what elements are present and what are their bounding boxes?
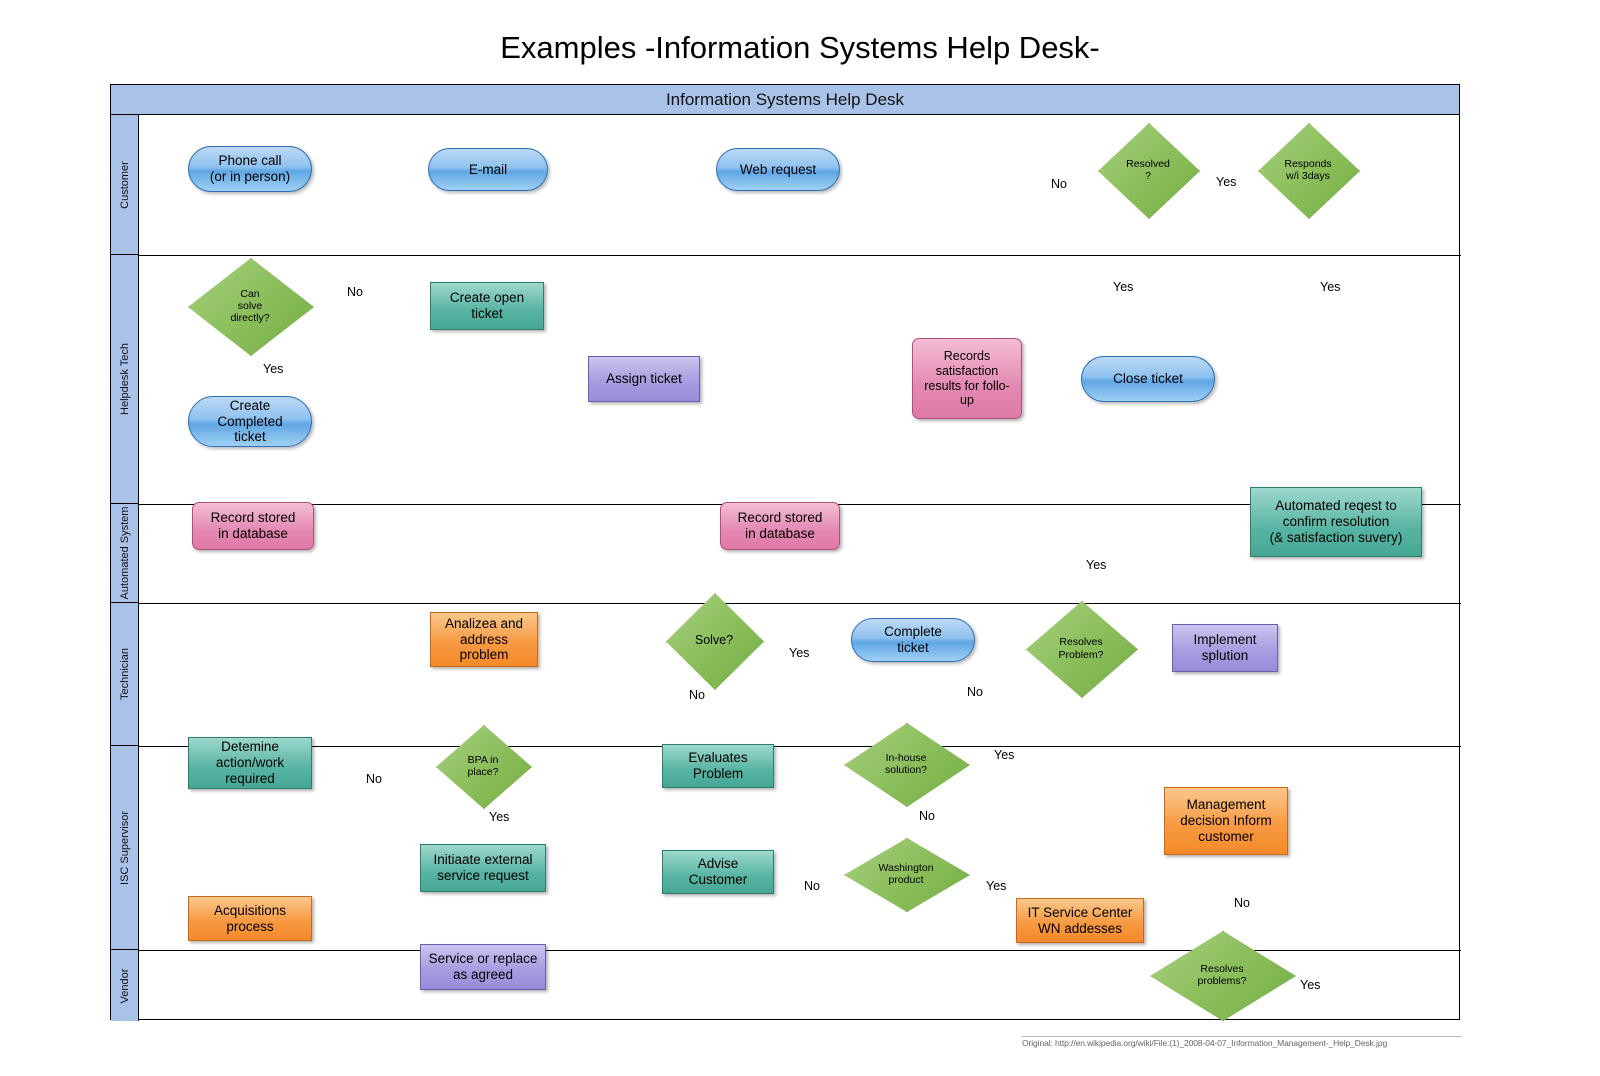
- edge-label-resolved-no: No: [1051, 177, 1067, 191]
- lane-label-helpdesk-tech: Helpdesk Tech: [111, 255, 139, 504]
- node-solve-decision[interactable]: Solve?: [666, 593, 764, 690]
- edge-label-bpa-no: No: [366, 772, 382, 786]
- lane-divider-automated-technician: [139, 603, 1461, 604]
- edge-label-washington-yes: Yes: [986, 879, 1007, 893]
- page-title: Examples -Information Systems Help Desk-: [500, 30, 1100, 65]
- swimlane-pool: Information Systems Help Desk Customer H…: [110, 84, 1461, 1021]
- lane-divider-customer-helpdesk: [139, 255, 1461, 256]
- edge-label-solve-no: No: [689, 688, 705, 702]
- lane-label-automated-system: Automated System: [111, 504, 139, 603]
- edge-label-can-solve-yes: Yes: [263, 362, 284, 376]
- edge-label-inhouse-yes: Yes: [994, 748, 1015, 762]
- edge-label-inhouse-no: No: [919, 809, 935, 823]
- edge-label-can-solve-no: No: [347, 285, 363, 299]
- lane-divider-technician-isc: [139, 746, 1461, 747]
- edge-label-solve-yes: Yes: [789, 646, 810, 660]
- node-email[interactable]: E-mail: [428, 148, 548, 191]
- edge-label-resolves-problems-yes: Yes: [1300, 978, 1321, 992]
- lane-label-column: Customer Helpdesk Tech Automated System …: [111, 115, 139, 1021]
- source-attribution: Original: http://en.wikipedia.org/wiki/F…: [1022, 1036, 1462, 1048]
- edge-label-resolves-problem-no: No: [967, 685, 983, 699]
- edge-label-resolved-yes: Yes: [1113, 280, 1134, 294]
- node-resolved-decision[interactable]: Resolved?: [1098, 123, 1200, 219]
- lane-label-isc-supervisor: ISC Supervisor: [111, 746, 139, 950]
- lane-label-customer: Customer: [111, 115, 139, 255]
- edge-label-responds-yes: Yes: [1216, 175, 1237, 189]
- lane-label-technician: Technician: [111, 603, 139, 746]
- lane-label-vendor: Vendor: [111, 950, 139, 1021]
- edge-label-responds-yes-down: Yes: [1320, 280, 1341, 294]
- edge-label-washington-no: No: [804, 879, 820, 893]
- edge-label-resolves-problems-no: No: [1234, 896, 1250, 910]
- node-web-request[interactable]: Web request: [716, 148, 840, 191]
- node-close-ticket[interactable]: Close ticket: [1081, 356, 1215, 402]
- node-assign-ticket[interactable]: Assign ticket: [588, 356, 700, 402]
- node-phone-call[interactable]: Phone call(or in person): [188, 146, 312, 192]
- edge-label-bpa-yes: Yes: [489, 810, 510, 824]
- edge-label-resolves-problem-yes: Yes: [1086, 558, 1107, 572]
- lane-divider-isc-vendor: [139, 950, 1461, 951]
- pool-title: Information Systems Help Desk: [111, 85, 1459, 115]
